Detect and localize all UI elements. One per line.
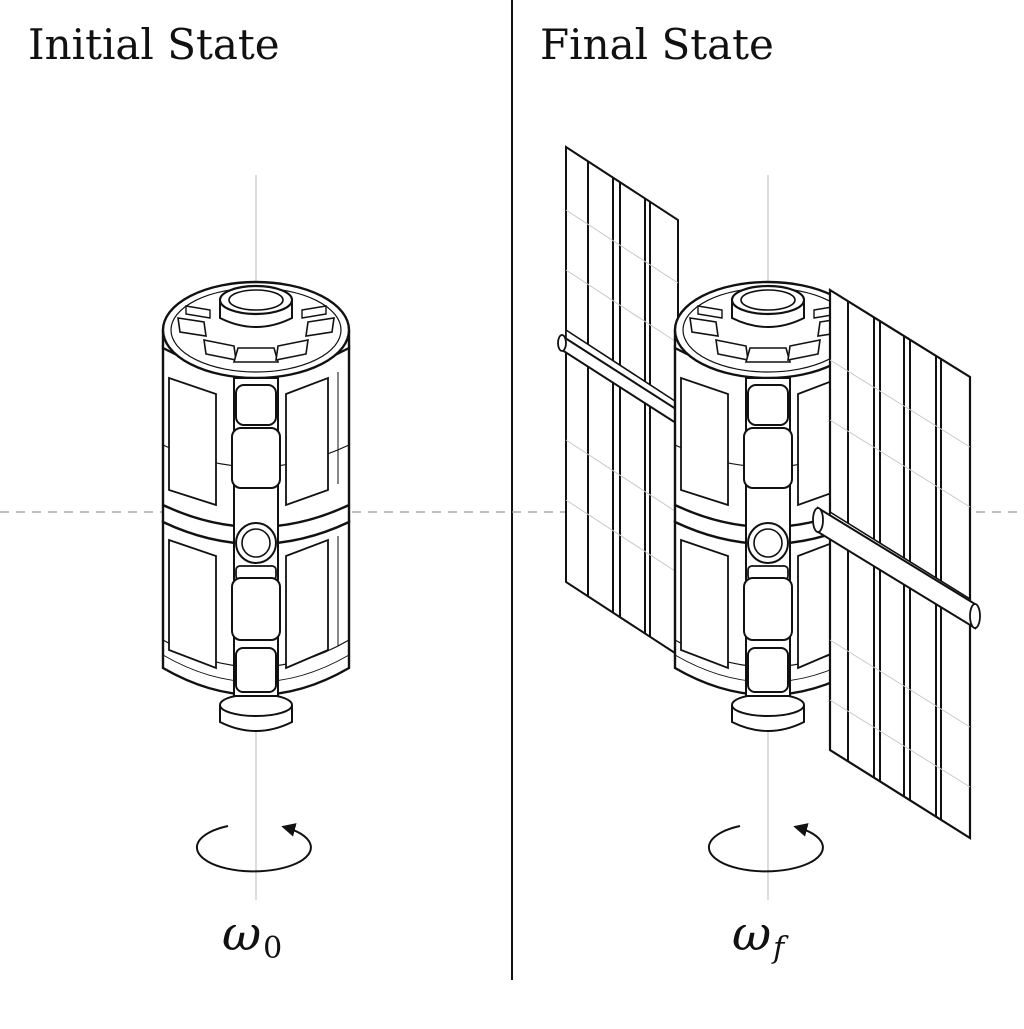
boom-right [812, 506, 981, 630]
omega-initial-label: ω0 [222, 906, 282, 966]
title-initial-state: Initial State [28, 20, 280, 69]
title-final-state: Final State [540, 20, 774, 69]
omega-subscript: f [773, 931, 785, 966]
omega-symbol: ω [732, 906, 772, 962]
omega-symbol: ω [222, 906, 262, 962]
omega-final-label: ωf [732, 906, 784, 966]
omega-subscript: 0 [263, 931, 283, 966]
station-initial [161, 280, 351, 733]
rotation-arrow-left [197, 826, 311, 871]
rotation-arrow-right [709, 826, 823, 871]
